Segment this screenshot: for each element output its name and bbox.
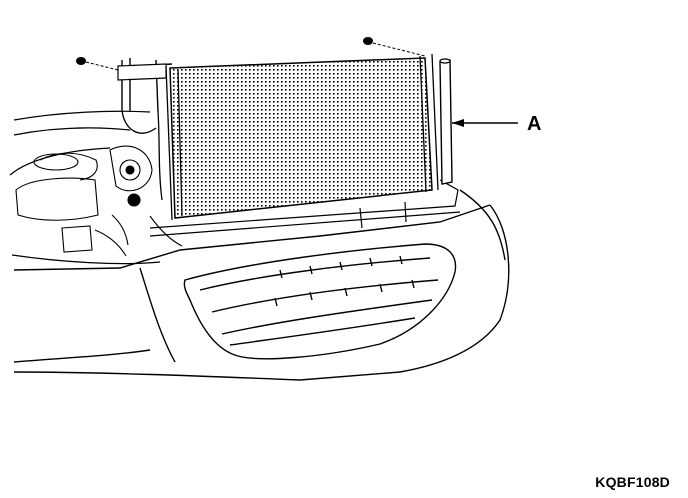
callout-arrow-a xyxy=(452,119,518,127)
engine-bay-components xyxy=(15,145,183,257)
receiver-drier xyxy=(439,59,453,185)
figure-code: KQBF108D xyxy=(595,474,670,490)
radiator-support xyxy=(149,179,461,237)
radiator-grille xyxy=(183,243,457,360)
bolt-icon xyxy=(363,37,373,45)
callout-label-a: A xyxy=(527,113,542,135)
refrigerant-lines xyxy=(121,58,173,113)
bolt-icon xyxy=(76,57,86,65)
vehicle-body-outline xyxy=(9,110,161,265)
condenser-core xyxy=(169,57,433,219)
front-bumper xyxy=(13,189,510,381)
mounting-bolts xyxy=(76,37,426,71)
condenser-assembly xyxy=(117,53,453,221)
